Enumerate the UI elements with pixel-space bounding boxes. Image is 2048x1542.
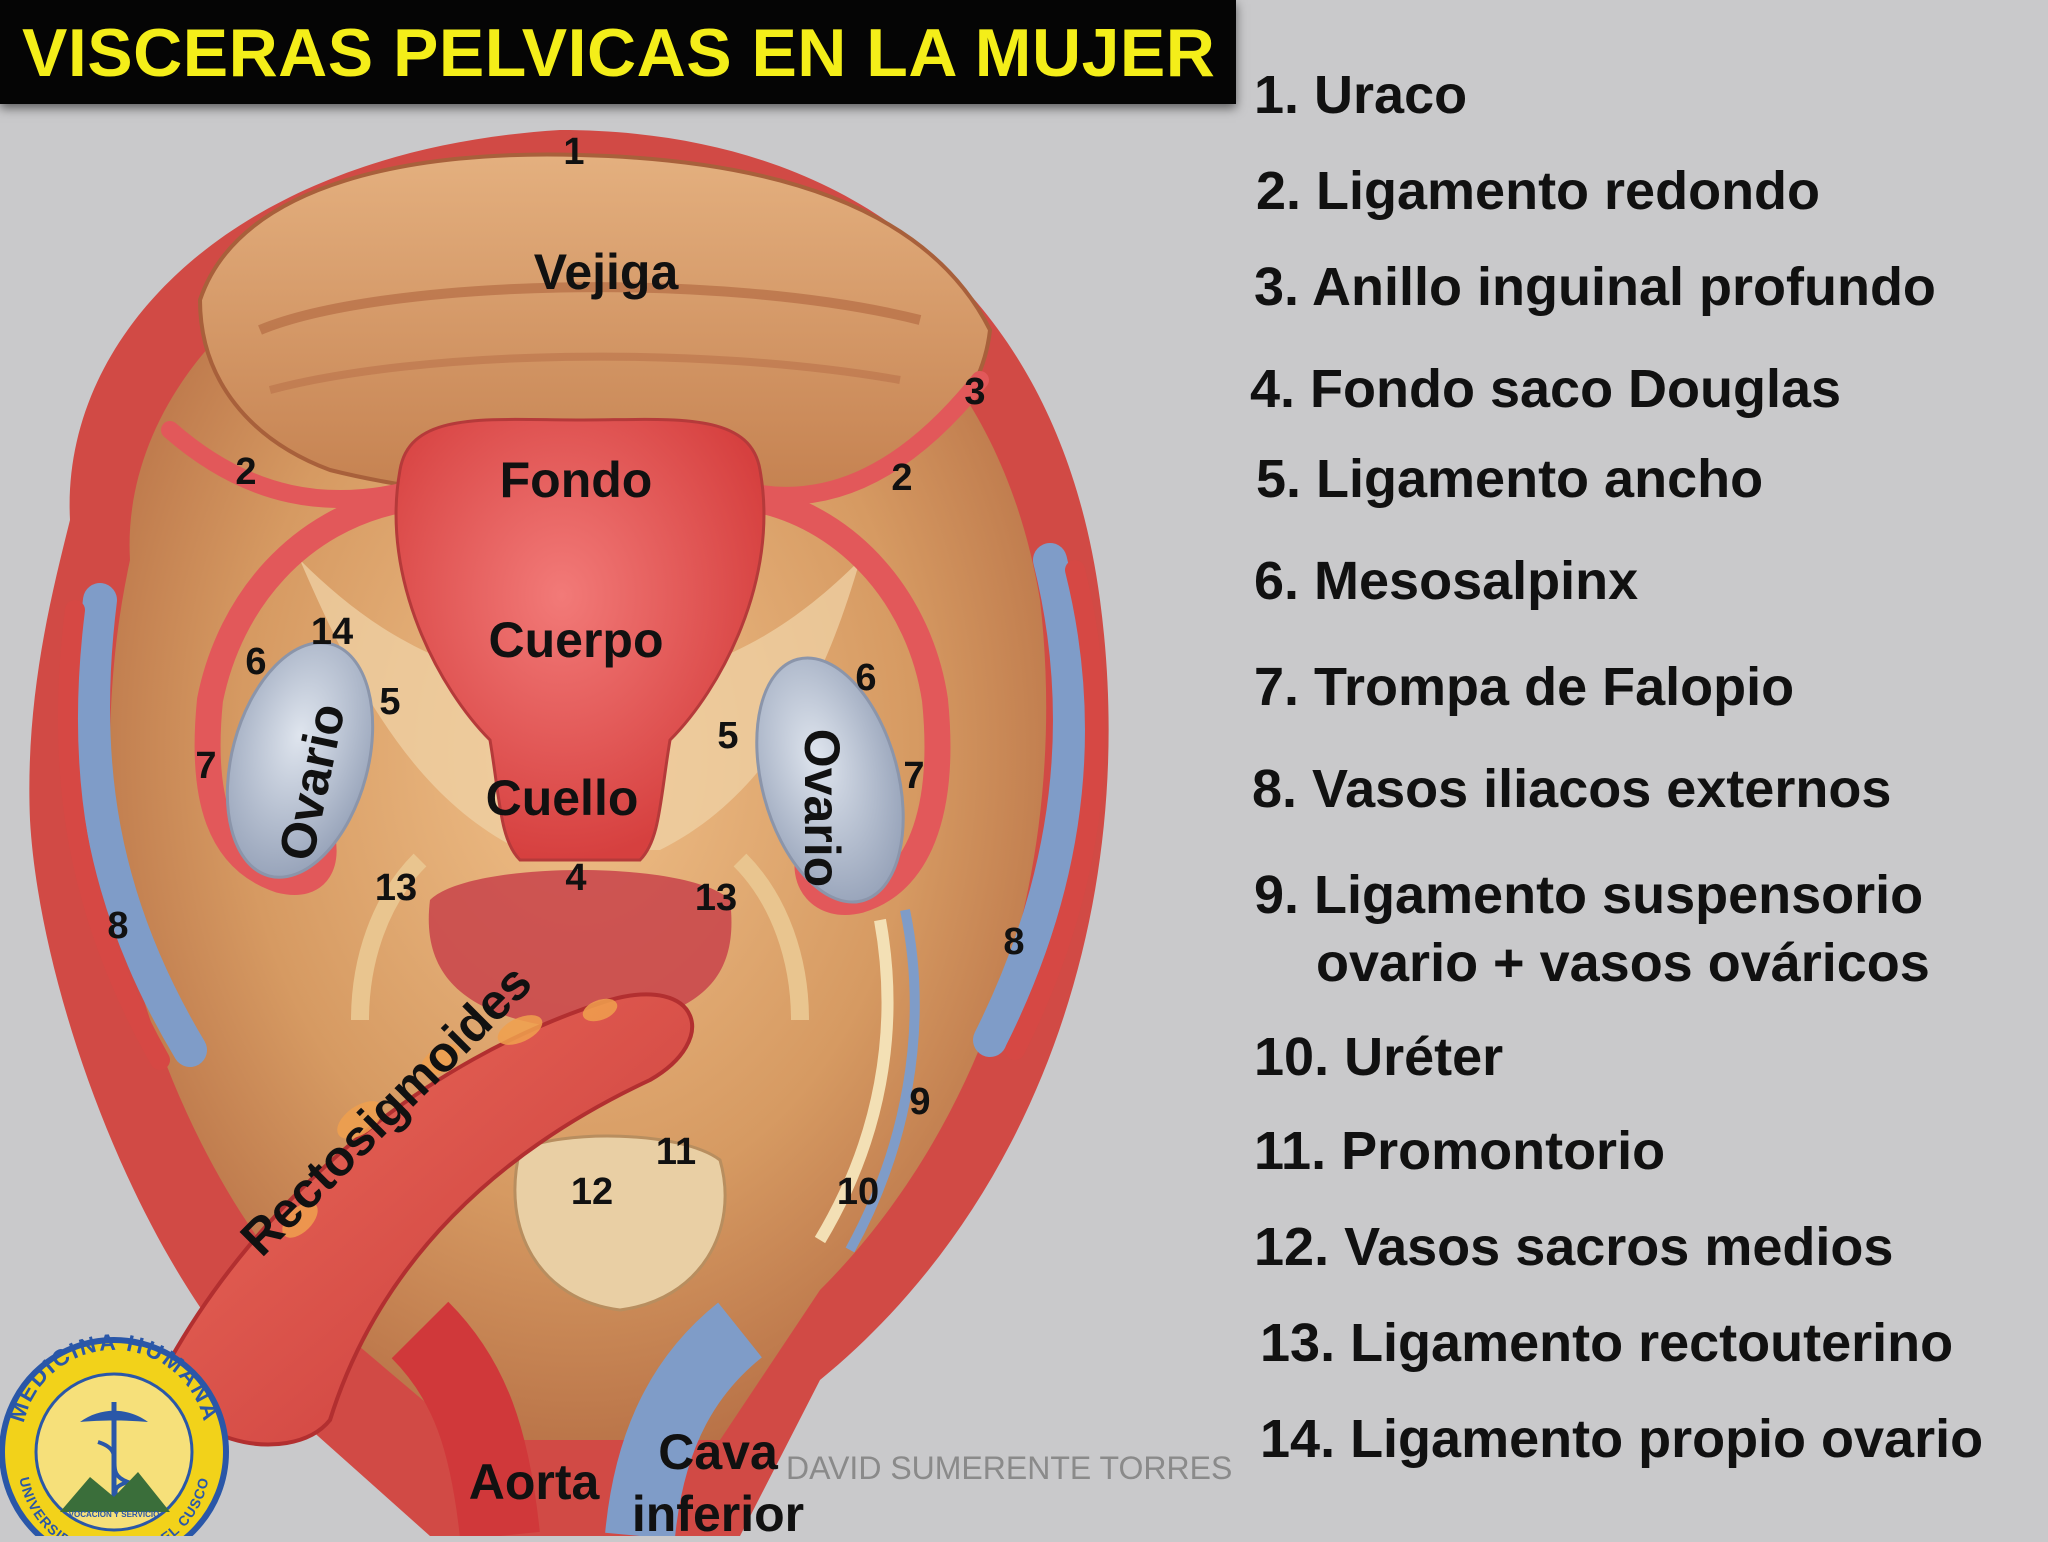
ovary-right	[755, 656, 905, 904]
legend-item-4: 4. Fondo saco Douglas	[1250, 359, 1842, 419]
label-cuello: Cuello	[485, 770, 639, 826]
marker-12: 12	[570, 1171, 614, 1213]
legend-item-6: 6. Mesosalpinx	[1254, 551, 1639, 611]
logo-motto: VOCACION Y SERVICIO	[69, 1510, 160, 1519]
marker-8-right: 8	[1003, 921, 1025, 963]
marker-11: 11	[655, 1131, 697, 1173]
iliac-vessel-left	[75, 583, 207, 1067]
fallopian-tube-right	[747, 487, 951, 915]
legend-item-13: 13. Ligamento rectouterino	[1260, 1313, 1954, 1373]
ovary-left	[225, 641, 375, 879]
legend-item-12: 12. Vasos sacros medios	[1254, 1217, 1894, 1277]
aorta	[391, 1301, 540, 1536]
legend-item-9: 9. Ligamento suspensorio	[1254, 865, 1924, 925]
label-vejiga: Vejiga	[533, 244, 679, 300]
uterus	[394, 417, 766, 862]
label-cuerpo: Cuerpo	[488, 612, 664, 668]
marker-6-left: 6	[245, 641, 267, 683]
label-inferior: inferior	[631, 1486, 805, 1542]
marker-10: 10	[836, 1171, 880, 1213]
marker-9: 9	[909, 1081, 931, 1123]
university-logo: MEDICINA HUMANA UNIVERSIDAD ANDINA DEL C…	[0, 1329, 229, 1536]
legend-item-7: 7. Trompa de Falopio	[1254, 657, 1795, 717]
legend-item-1: 1. Uraco	[1254, 65, 1468, 125]
legend-item-10: 10. Uréter	[1254, 1027, 1504, 1087]
legend-item-14: 14. Ligamento propio ovario	[1260, 1409, 1984, 1469]
pelvic-illustration	[29, 130, 1109, 1536]
caduceus-icon	[60, 1402, 170, 1514]
legend-item-3: 3. Anillo inguinal profundo	[1254, 257, 1936, 317]
marker-5-right: 5	[717, 715, 739, 757]
marker-8-left: 8	[107, 905, 129, 947]
douglas-pouch	[428, 870, 732, 1030]
iliac-vessel-right	[973, 543, 1087, 1057]
author-credit: DAVID SUMERENTE TORRES	[786, 1450, 1233, 1486]
label-aorta: Aorta	[468, 1454, 600, 1510]
marker-5-left: 5	[379, 681, 401, 723]
marker-7-right: 7	[903, 755, 925, 797]
marker-2-left: 2	[235, 451, 257, 493]
marker-2-right: 2	[891, 457, 913, 499]
legend-item-5: 5. Ligamento ancho	[1256, 449, 1764, 509]
marker-4: 4	[565, 857, 587, 899]
title-bar: VISCERAS PELVICAS EN LA MUJER	[0, 0, 1236, 104]
label-fondo: Fondo	[499, 452, 653, 508]
vena-cava	[605, 1302, 763, 1536]
label-cava: Cava	[658, 1424, 778, 1480]
marker-13-right: 13	[694, 877, 738, 919]
marker-13-left: 13	[374, 867, 418, 909]
legend-item-11: 11. Promontorio	[1254, 1121, 1666, 1181]
marker-14: 14	[310, 611, 354, 653]
page-title: VISCERAS PELVICAS EN LA MUJER	[22, 15, 1216, 91]
label-ovario-right: Ovario	[794, 728, 850, 888]
legend-item-2: 2. Ligamento redondo	[1256, 161, 1821, 221]
promontory	[513, 1134, 727, 1312]
ureter-right	[814, 918, 894, 1244]
legend-item-8: 8. Vasos iliacos externos	[1252, 759, 1892, 819]
marker-6-right: 6	[855, 657, 877, 699]
marker-3: 3	[964, 371, 986, 413]
legend-item-9-cont: ovario + vasos ováricos	[1316, 933, 1930, 993]
marker-1: 1	[563, 131, 585, 173]
fallopian-tube-left	[194, 487, 413, 895]
marker-7-left: 7	[195, 745, 217, 787]
